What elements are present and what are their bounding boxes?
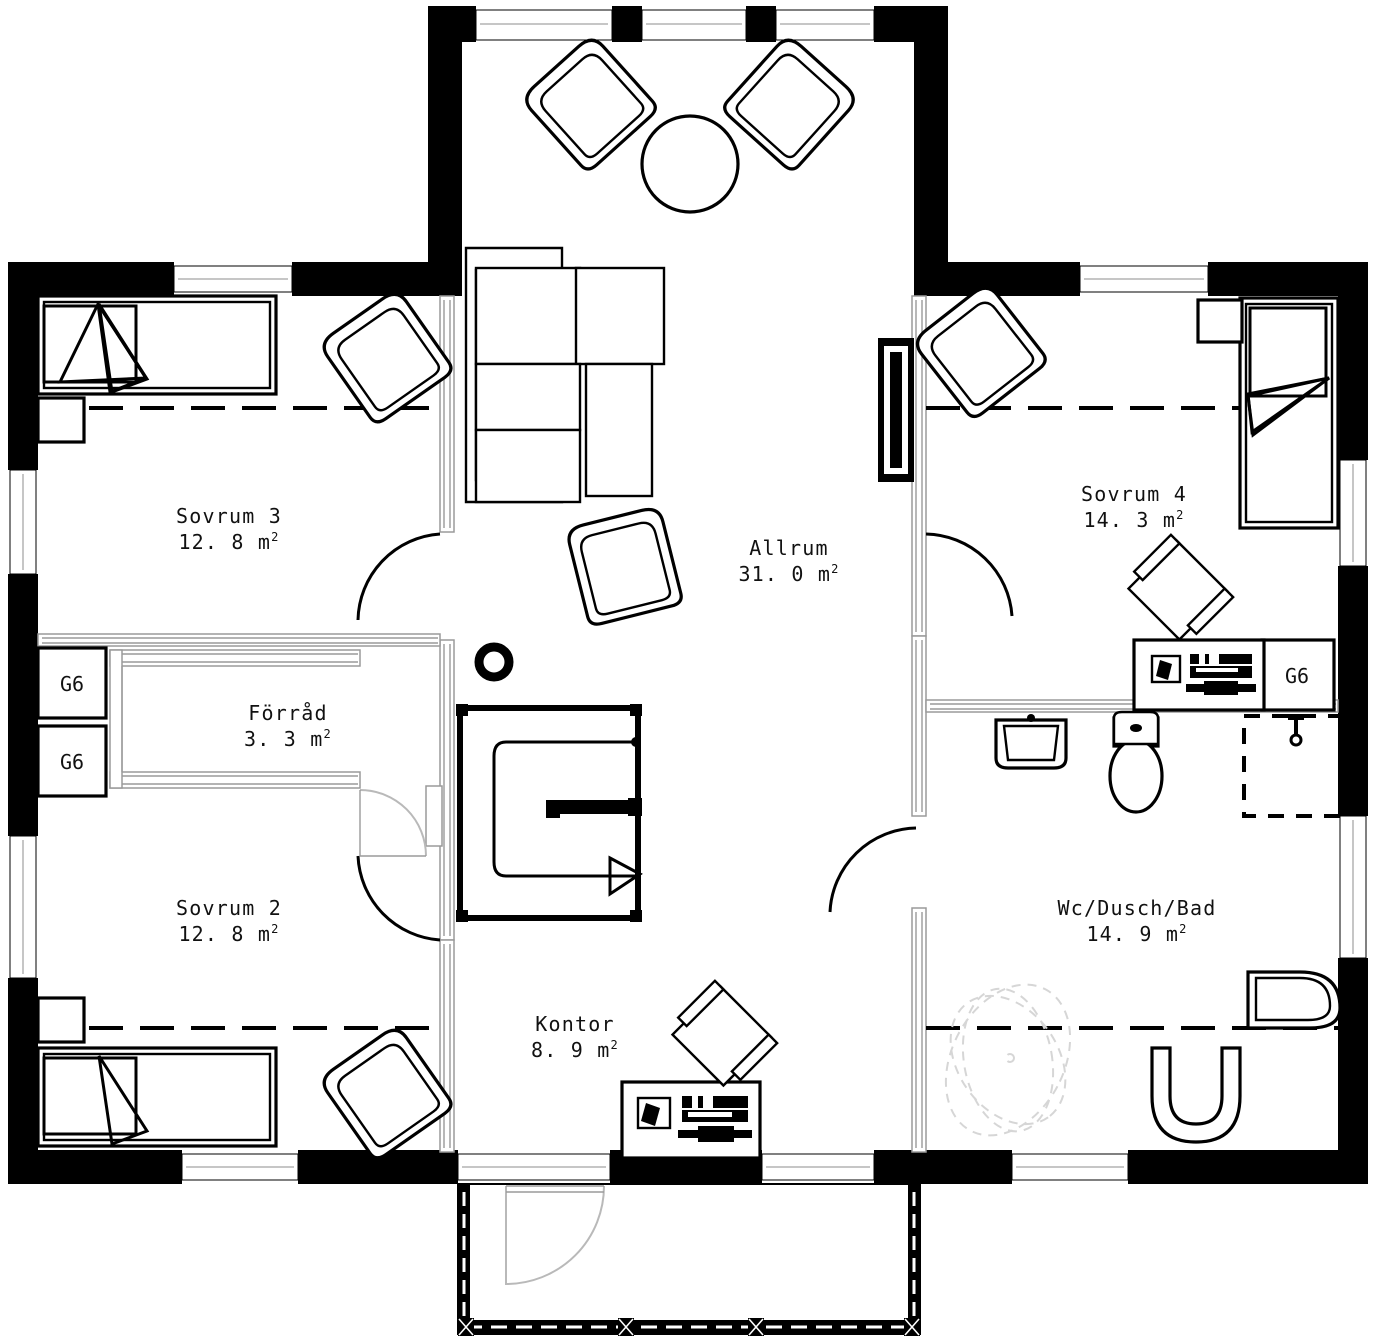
bed-sovrum3 [36,294,278,396]
armchair-dining-left [525,38,657,171]
washbasin [994,714,1068,770]
armchair-sovrum3 [322,292,453,424]
sectional-sofa-allrum [464,246,666,504]
shower-enclosure [1242,714,1342,818]
armchair-sovrum2 [322,1028,453,1160]
armchair-allrum [567,507,683,626]
area-sovrum3: 12. 8 m2 [178,530,279,554]
bed-sovrum4 [1238,296,1340,530]
area-sovrum4: 14. 3 m2 [1083,508,1184,532]
armchair-sovrum4 [915,286,1047,419]
door-swings [356,532,1014,942]
g6-right: G6 [1260,638,1336,712]
g6-right-label: G6 [1285,664,1309,688]
area-wcbad: 14. 9 m2 [1086,922,1187,946]
lounge-chair [1246,970,1342,1030]
area-sovrum2: 12. 8 m2 [178,922,279,946]
label-allrum: Allrum [749,536,828,560]
bathtub-chair [1150,1046,1242,1144]
bed-sovrum2 [36,1046,278,1148]
room-labels: Sovrum 3 12. 8 m2 Allrum 31. 0 m2 Sovrum… [176,482,1217,1062]
desk-sovrum4 [1132,638,1266,712]
g6-left-lower-label: G6 [60,750,84,774]
toilet [1108,710,1164,814]
label-sovrum2: Sovrum 2 [176,896,282,920]
label-kontor: Kontor [535,1012,614,1036]
g6-left-upper-label: G6 [60,672,84,696]
label-sovrum4: Sovrum 4 [1081,482,1187,506]
nightstand-sovrum3 [36,396,86,444]
label-wcbad: Wc/Dusch/Bad [1058,896,1217,920]
ring-marker-allrum [474,642,514,682]
g6-left-lower: G6 [36,724,108,798]
label-forrad: Förråd [248,701,327,725]
area-kontor: 8. 9 m2 [531,1038,619,1062]
deskchair-kontor [670,979,779,1088]
stair-symbol-center [456,704,643,922]
label-sovrum3: Sovrum 3 [176,504,282,528]
nightstand-sovrum2 [36,996,86,1044]
tv-unit-allrum [878,338,914,482]
plant-wcbad [944,983,1072,1137]
area-allrum: 31. 0 m2 [738,562,839,586]
round-dining-table [640,114,740,214]
area-forrad: 3. 3 m2 [244,727,332,751]
coffee-table-allrum [584,362,654,498]
porch-deck [457,1183,921,1336]
desk-kontor [620,1080,762,1160]
nightstand-sovrum4 [1196,298,1244,344]
g6-left-upper: G6 [36,646,108,720]
deskchair-sovrum4 [1126,533,1235,642]
armchair-dining-right [723,38,855,171]
